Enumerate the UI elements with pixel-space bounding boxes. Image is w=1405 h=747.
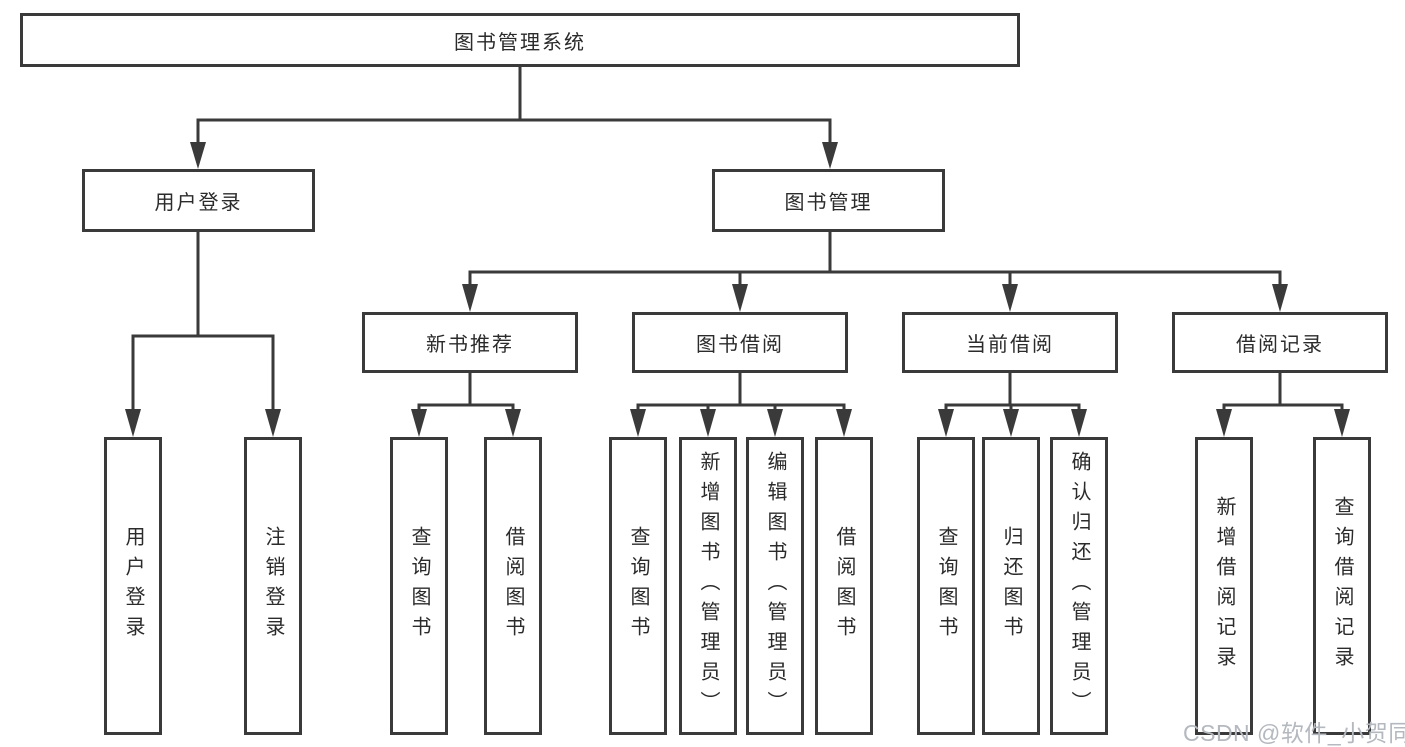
node-edit-book-admin-label: 编辑图书（管理员） xyxy=(764,451,786,721)
node-add-borrow-record: 新增借阅记录 xyxy=(1195,437,1253,735)
node-borrow-books-borrowing: 借阅图书 xyxy=(815,437,873,735)
node-logout-action: 注销登录 xyxy=(244,437,302,735)
node-return-book: 归还图书 xyxy=(982,437,1040,735)
node-query-books-current-label: 查询图书 xyxy=(935,526,957,646)
node-borrow-books-recommend: 借阅图书 xyxy=(484,437,542,735)
node-user-login: 用户登录 xyxy=(82,169,315,232)
node-add-book-admin: 新增图书（管理员） xyxy=(679,437,737,735)
node-borrowing-records-label: 借阅记录 xyxy=(1236,334,1324,356)
node-add-borrow-record-label: 新增借阅记录 xyxy=(1213,496,1235,676)
node-logout-action-label: 注销登录 xyxy=(262,526,284,646)
node-new-book-recommendation: 新书推荐 xyxy=(362,312,578,373)
node-book-management: 图书管理 xyxy=(712,169,945,232)
node-login-action-label: 用户登录 xyxy=(122,526,144,646)
node-edit-book-admin: 编辑图书（管理员） xyxy=(746,437,804,735)
node-return-book-label: 归还图书 xyxy=(1000,526,1022,646)
node-query-books-borrowing-label: 查询图书 xyxy=(627,526,649,646)
node-query-books-recommend-label: 查询图书 xyxy=(408,526,430,646)
node-query-borrow-record-label: 查询借阅记录 xyxy=(1331,496,1353,676)
node-query-borrow-record: 查询借阅记录 xyxy=(1313,437,1371,735)
node-query-books-borrowing: 查询图书 xyxy=(609,437,667,735)
node-add-book-admin-label: 新增图书（管理员） xyxy=(697,451,719,721)
watermark: CSDN @软件_小贺同学 xyxy=(1183,720,1405,746)
node-login-action: 用户登录 xyxy=(104,437,162,735)
node-query-books-recommend: 查询图书 xyxy=(390,437,448,735)
node-user-login-label: 用户登录 xyxy=(154,192,243,214)
node-book-management-label: 图书管理 xyxy=(784,192,873,214)
node-book-borrowing: 图书借阅 xyxy=(632,312,848,373)
node-root: 图书管理系统 xyxy=(20,13,1020,67)
node-confirm-return-admin: 确认归还（管理员） xyxy=(1050,437,1108,735)
node-confirm-return-admin-label: 确认归还（管理员） xyxy=(1068,451,1090,721)
node-current-borrowing-label: 当前借阅 xyxy=(966,334,1054,356)
node-query-books-current: 查询图书 xyxy=(917,437,975,735)
node-new-book-recommendation-label: 新书推荐 xyxy=(426,334,514,356)
node-root-label: 图书管理系统 xyxy=(454,31,586,54)
node-borrow-books-borrowing-label: 借阅图书 xyxy=(833,526,855,646)
node-book-borrowing-label: 图书借阅 xyxy=(696,334,784,356)
node-borrow-books-recommend-label: 借阅图书 xyxy=(502,526,524,646)
node-current-borrowing: 当前借阅 xyxy=(902,312,1118,373)
node-borrowing-records: 借阅记录 xyxy=(1172,312,1388,373)
